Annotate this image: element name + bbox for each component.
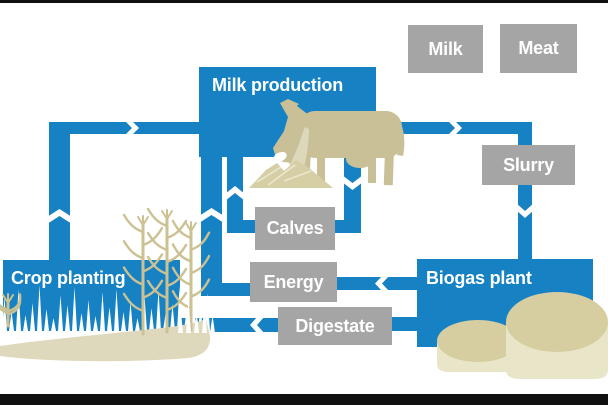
pipe-milk-production-to-slurry [370,122,532,134]
node-milk: Milk [408,25,483,73]
meat-label: Meat [518,38,559,58]
node-meat: Meat [500,24,577,73]
flow-arrow-right-icon [124,120,139,136]
pipe-milk-production-to-calves [344,150,361,233]
soil-mound-icon [0,319,211,362]
node-energy: Energy [250,262,337,302]
feed-pile-icon [249,160,333,188]
flow-arrow-left-icon [250,316,265,334]
crop-planting-label: Crop planting [11,268,126,288]
node-calves: Calves [255,207,335,250]
digestate-label: Digestate [295,315,375,336]
flow-arrow-down-icon [342,175,363,190]
flow-arrow-left-icon [375,275,390,292]
pipe-crop-to-milk-production-v [49,122,70,260]
biogas-tanks-icon [437,292,608,379]
pipe-energy-to-milk-production-h [201,283,252,296]
slurry-label: Slurry [503,154,554,175]
flow-arrow-right-icon [447,120,462,136]
flow-arrow-up-icon [199,208,224,223]
letterbox-bar-top [0,0,608,3]
pipe-biogas-plant-to-digestate [391,317,418,331]
biogas-plant-label: Biogas plant [426,268,532,288]
cow-icon [273,99,405,186]
flow-arrow-down-icon [516,203,534,218]
pipe-calves-to-milk-production [227,155,243,233]
grass-front-icon [178,299,215,333]
calves-label: Calves [266,218,324,238]
milk-label: Milk [428,38,463,59]
flow-arrow-up-icon [225,186,245,201]
flow-arrow-up-icon [47,209,72,224]
letterbox-bar-bottom [0,394,608,405]
node-digestate: Digestate [278,307,392,345]
corn-plants-icon [0,207,211,336]
node-slurry: Slurry [482,145,575,185]
energy-label: Energy [263,271,324,292]
pipe-crop-to-milk-production-h [49,122,200,134]
milk-production-label: Milk production [212,75,343,95]
